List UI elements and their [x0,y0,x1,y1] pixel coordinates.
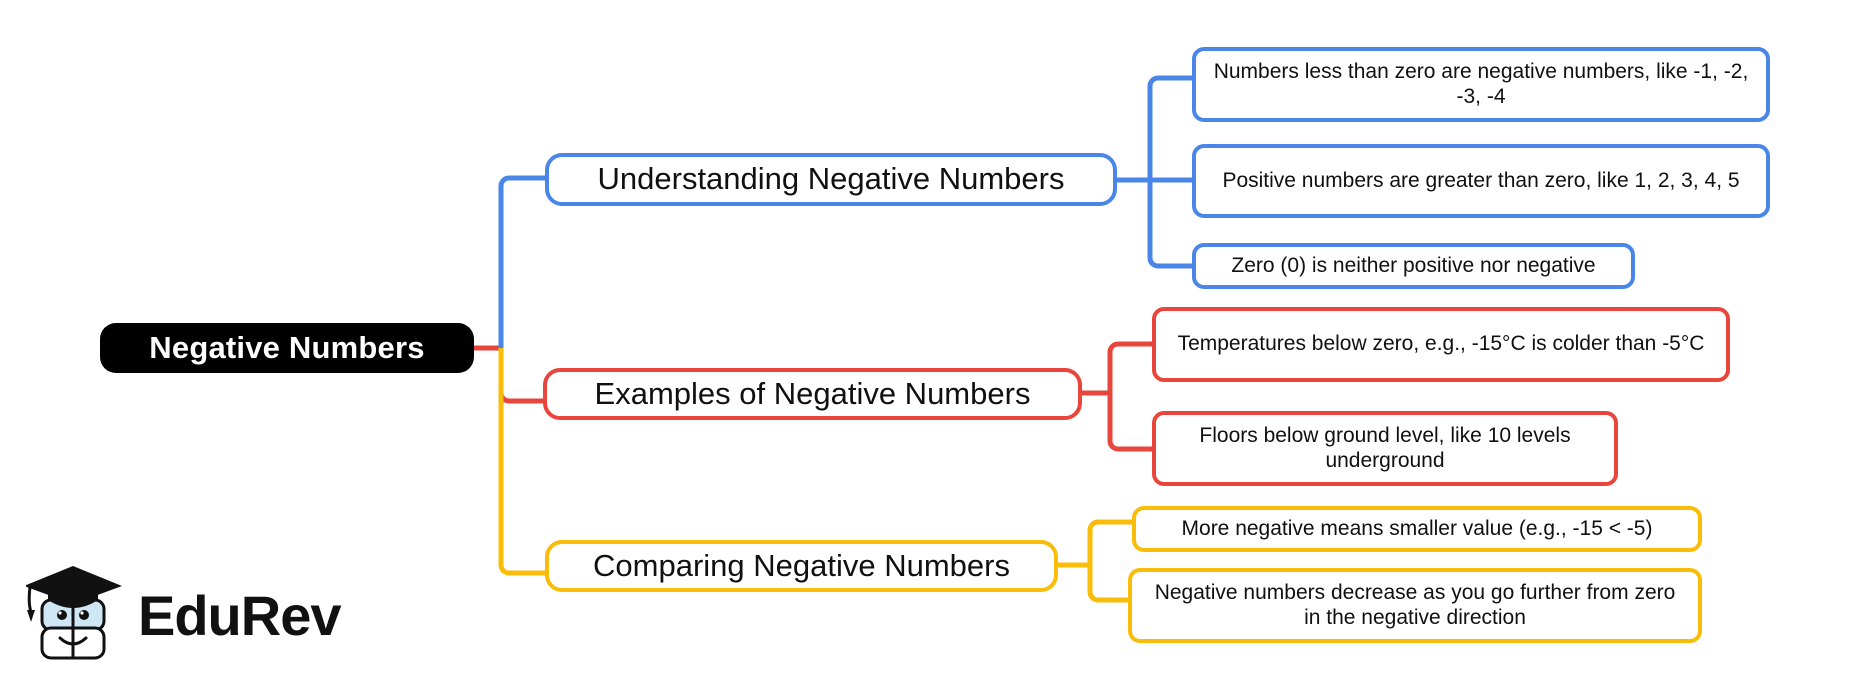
branch-node-understanding-negative-numbers[interactable]: Understanding Negative Numbers [545,153,1117,206]
edurev-logo-text: EduRev [138,584,341,647]
leaf-node-positive-numbers-greater-than-zero[interactable]: Positive numbers are greater than zero, … [1192,144,1770,218]
branch-node-examples-of-negative-numbers[interactable]: Examples of Negative Numbers [543,368,1082,420]
leaf-node-label: Positive numbers are greater than zero, … [1222,168,1740,192]
graduation-cap-book-mascot-icon [26,566,122,660]
leaf-node-label: Temperatures below zero, e.g., -15°C is … [1177,332,1705,356]
branch-node-label: Understanding Negative Numbers [597,161,1065,197]
root-node[interactable]: Negative Numbers [100,323,474,373]
root-node-label: Negative Numbers [149,329,425,365]
leaf-node-label: Zero (0) is neither positive nor negativ… [1231,253,1596,277]
leaf-node-label: Negative numbers decrease as you go furt… [1154,580,1676,629]
leaf-node-floors-below-ground-level[interactable]: Floors below ground level, like 10 level… [1152,411,1618,486]
edurev-logo: EduRev [26,556,341,676]
leaf-node-label: Floors below ground level, like 10 level… [1199,423,1571,472]
branch-node-comparing-negative-numbers[interactable]: Comparing Negative Numbers [545,540,1058,592]
branch-node-label: Comparing Negative Numbers [593,547,1010,583]
leaf-node-temperatures-below-zero[interactable]: Temperatures below zero, e.g., -15°C is … [1152,307,1730,382]
leaf-node-label: More negative means smaller value (e.g.,… [1181,516,1653,540]
leaf-node-numbers-less-than-zero[interactable]: Numbers less than zero are negative numb… [1192,47,1770,122]
branch-node-label: Examples of Negative Numbers [594,375,1031,411]
leaf-node-zero-neither-positive-nor-negative[interactable]: Zero (0) is neither positive nor negativ… [1192,243,1635,289]
leaf-node-label: Numbers less than zero are negative numb… [1213,59,1749,108]
leaf-node-more-negative-means-smaller-value[interactable]: More negative means smaller value (e.g.,… [1132,506,1702,552]
leaf-node-negative-numbers-decrease[interactable]: Negative numbers decrease as you go furt… [1128,568,1702,643]
